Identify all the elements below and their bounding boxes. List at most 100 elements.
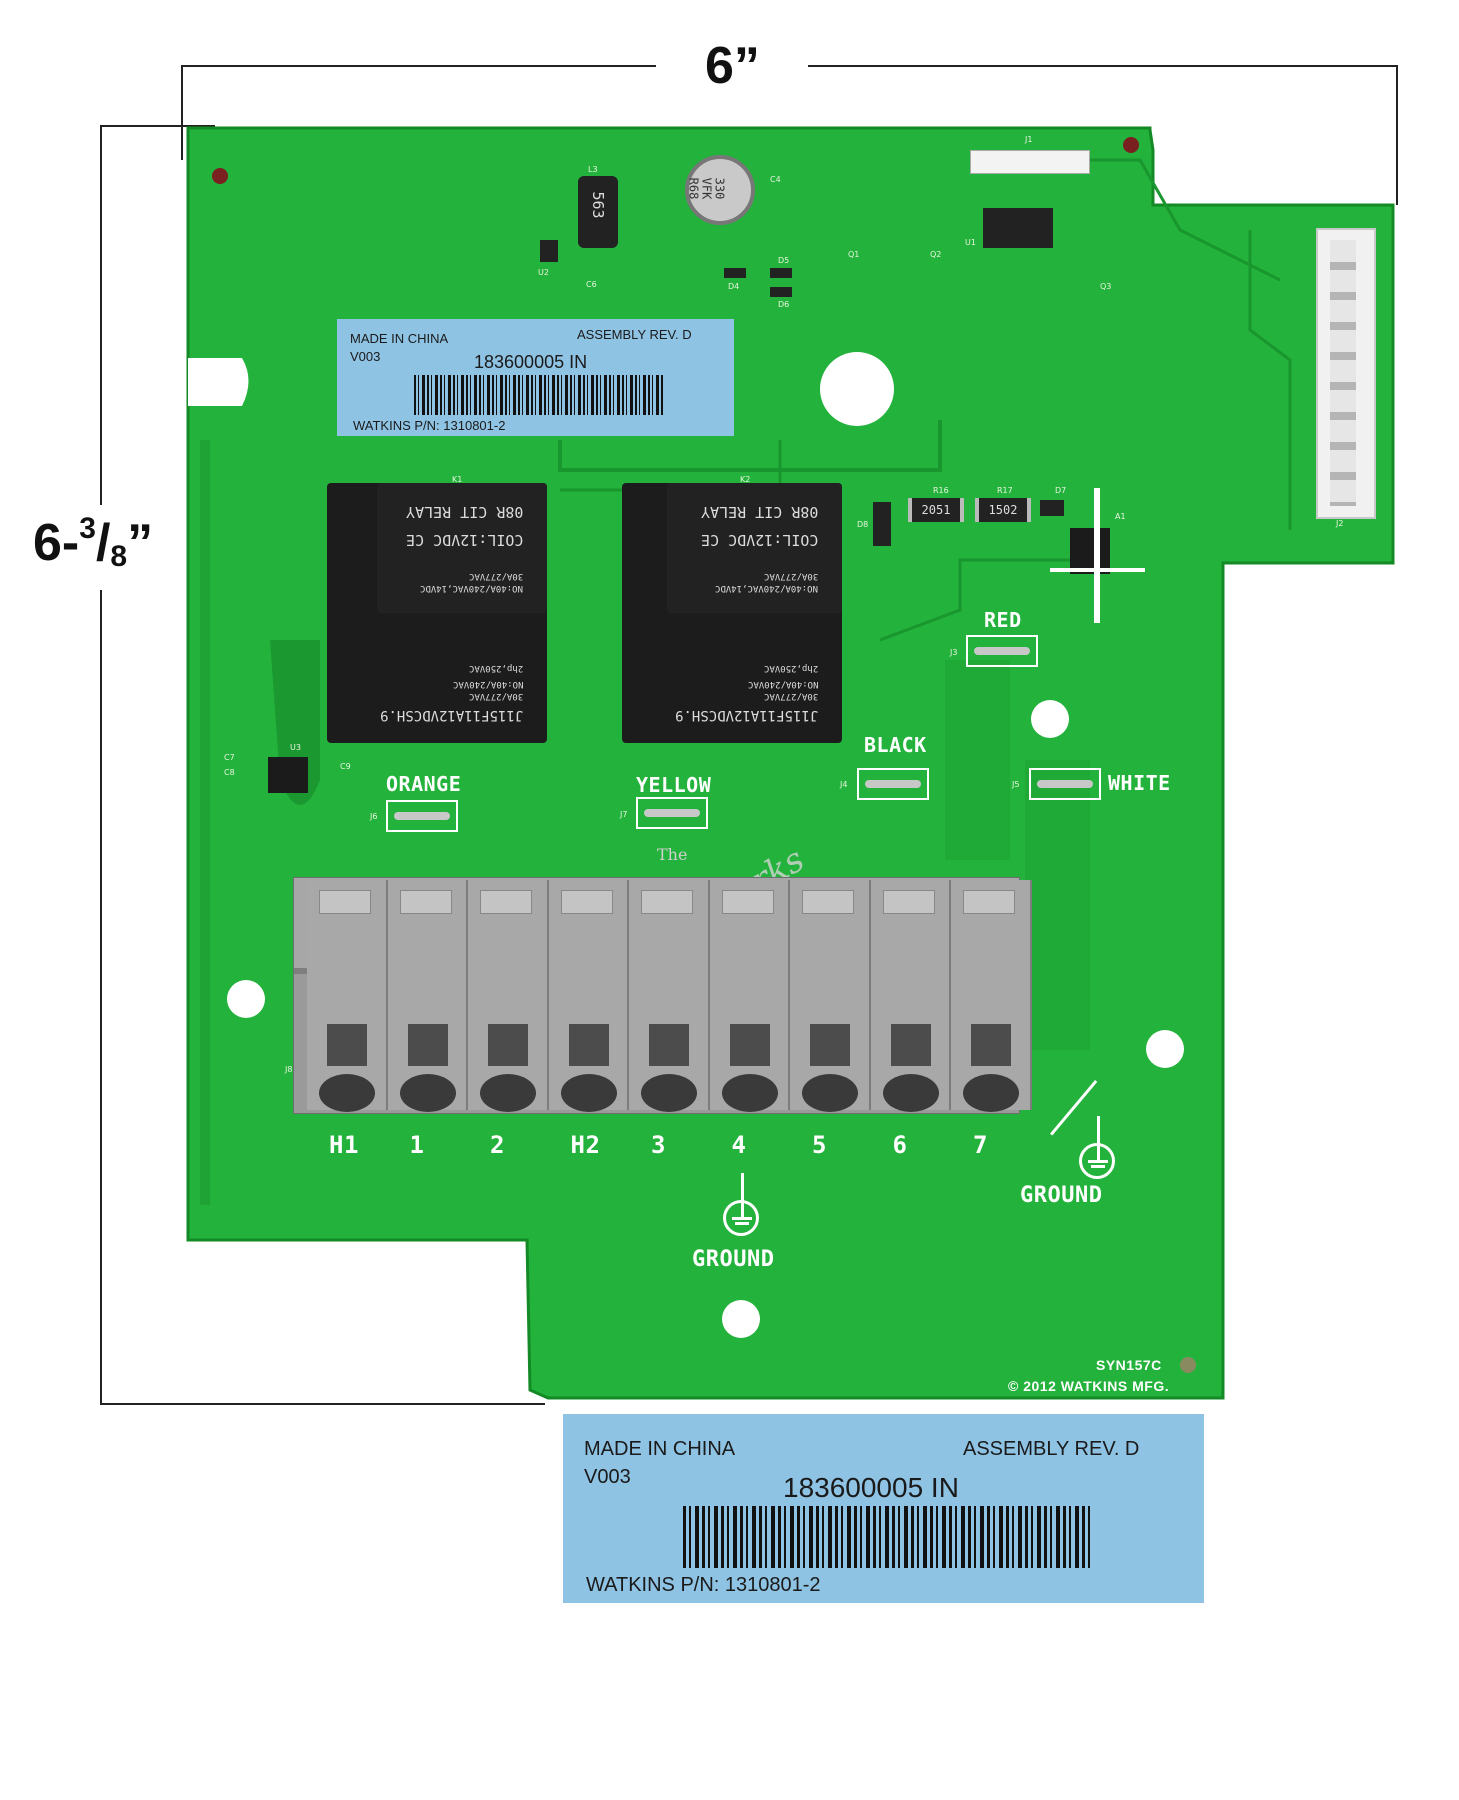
inductor-mark: 563 (589, 191, 607, 219)
terminal-position[interactable] (790, 880, 871, 1110)
terminal-wire-hole[interactable] (480, 1074, 536, 1112)
ref-j3: J3 (950, 648, 958, 657)
board-sticker-assembly: ASSEMBLY REV. D (577, 327, 692, 342)
terminal-lever[interactable] (882, 890, 935, 914)
ref-k2: K2 (740, 475, 751, 484)
relay-k1-line4: 30A/277VAC (468, 571, 523, 581)
terminal-release-slot (810, 1024, 850, 1066)
terminal-label: H1 (329, 1131, 359, 1159)
via-pad (212, 168, 228, 184)
diode-d6 (770, 287, 792, 297)
terminal-label: 7 (973, 1131, 988, 1159)
ref-q2: Q2 (930, 250, 942, 259)
terminal-lever[interactable] (721, 890, 774, 914)
terminal-release-slot (327, 1024, 367, 1066)
label-orange: ORANGE (386, 772, 462, 796)
ground-icon-bar-1 (732, 1217, 752, 1220)
silk-line-a1-h (1050, 568, 1145, 572)
relay-k2-line5: 2hp,250VAC (763, 663, 818, 673)
wire-terminal-j3 (966, 635, 1038, 667)
terminal-lever[interactable] (560, 890, 613, 914)
trace-region-1 (200, 440, 210, 1205)
terminal-position[interactable] (951, 880, 1032, 1110)
wire-terminal-j4-tab (865, 780, 921, 788)
terminal-position[interactable] (870, 880, 951, 1110)
width-line-right (808, 65, 1398, 67)
ground-label-center: GROUND (692, 1247, 775, 1272)
relay-k1-line3: NO:40A/240VAC,14VDC (420, 583, 523, 593)
relay-k1-line6: NO:40A/240VAC (452, 679, 523, 689)
mounting-hole (227, 980, 265, 1018)
terminal-wire-hole[interactable] (882, 1074, 939, 1112)
board-sticker: MADE IN CHINA ASSEMBLY REV. D V003 18360… (337, 319, 734, 436)
terminal-wire-hole[interactable] (641, 1074, 697, 1112)
terminal-position[interactable] (629, 880, 710, 1110)
board-sticker-made-in: MADE IN CHINA (350, 331, 449, 346)
connector-j2-pins (1330, 240, 1356, 506)
ref-c6: C6 (586, 280, 597, 289)
board-id: SYN157C (1096, 1357, 1162, 1373)
width-tick-right (1396, 65, 1398, 205)
diode-d4 (724, 268, 746, 278)
board-sticker-part-number: WATKINS P/N: 1310801-2 (353, 418, 506, 433)
relay-k1-line1: 08R CIT RELAY (405, 503, 523, 521)
label-yellow: YELLOW (636, 773, 712, 797)
ref-l3: L3 (588, 165, 598, 174)
zoomed-sticker-barcode (683, 1506, 1093, 1568)
terminal-position[interactable] (307, 880, 388, 1110)
wire-terminal-j7-tab (644, 809, 700, 817)
wire-terminal-j6 (386, 800, 458, 832)
terminal-release-slot (971, 1024, 1011, 1066)
capacitor-mark-3: R68 (686, 177, 701, 200)
ref-d5: D5 (778, 256, 790, 265)
capacitor-mark-1: 330 (712, 177, 727, 200)
terminal-wire-hole[interactable] (802, 1074, 858, 1112)
terminal-lever[interactable] (319, 890, 371, 914)
ref-d4: D4 (728, 282, 740, 291)
terminal-label: 2 (490, 1131, 505, 1159)
terminal-wire-hole[interactable] (963, 1074, 1019, 1112)
ref-r16: R16 (933, 486, 949, 495)
terminal-position[interactable] (709, 880, 790, 1110)
trace-region-4 (1025, 760, 1090, 1050)
board-sticker-barcode (414, 375, 664, 415)
terminal-position[interactable] (387, 880, 468, 1110)
relay-k2-line3: NO:40A/240VAC,14VDC (715, 583, 818, 593)
relay-k2-line7: 30A/277VAC (763, 691, 818, 701)
terminal-wire-hole[interactable] (399, 1074, 456, 1112)
terminal-lever[interactable] (963, 890, 1015, 914)
relay-k1-line8: J115F11A12VDCSH.9 (379, 707, 523, 723)
relay-k1: 08R CIT RELAY COIL:12VDC CE NO:40A/240VA… (327, 483, 547, 743)
zoomed-sticker-made-in: MADE IN CHINA (584, 1438, 736, 1460)
capacitor-marking: 330 VFK R68 (686, 177, 727, 200)
ref-c4: C4 (770, 175, 781, 184)
terminal-position[interactable] (548, 880, 629, 1110)
terminal-wire-hole[interactable] (319, 1074, 375, 1112)
terminal-wire-hole[interactable] (560, 1074, 617, 1112)
relay-k2-line6: NO:40A/240VAC (747, 679, 818, 689)
terminal-label: H2 (570, 1131, 601, 1159)
zoomed-sticker: MADE IN CHINA ASSEMBLY REV. D V003 18360… (563, 1414, 1204, 1603)
terminal-lever[interactable] (480, 890, 532, 914)
ref-c9: C9 (340, 762, 351, 771)
ground-icon-bar-2 (735, 1222, 749, 1225)
terminal-lever[interactable] (399, 890, 452, 914)
mounting-hole (820, 352, 894, 426)
via-pad (1180, 1357, 1196, 1373)
terminal-wire-hole[interactable] (721, 1074, 778, 1112)
terminal-lever[interactable] (802, 890, 854, 914)
ic-u1 (983, 208, 1053, 248)
width-tick-left (181, 65, 183, 160)
ref-r17: R17 (997, 486, 1013, 495)
height-tick-bottom (100, 1403, 545, 1405)
mounting-hole (1031, 700, 1069, 738)
ref-j2: J2 (1336, 519, 1344, 528)
terminal-position[interactable] (468, 880, 549, 1110)
wire-terminal-j7 (636, 797, 708, 829)
diode-d8 (873, 502, 891, 546)
label-red: RED (984, 608, 1022, 632)
terminal-lever[interactable] (641, 890, 693, 914)
resistor-r17: 1502 (975, 498, 1031, 522)
ref-k1: K1 (452, 475, 463, 484)
terminal-release-slot (568, 1024, 609, 1066)
